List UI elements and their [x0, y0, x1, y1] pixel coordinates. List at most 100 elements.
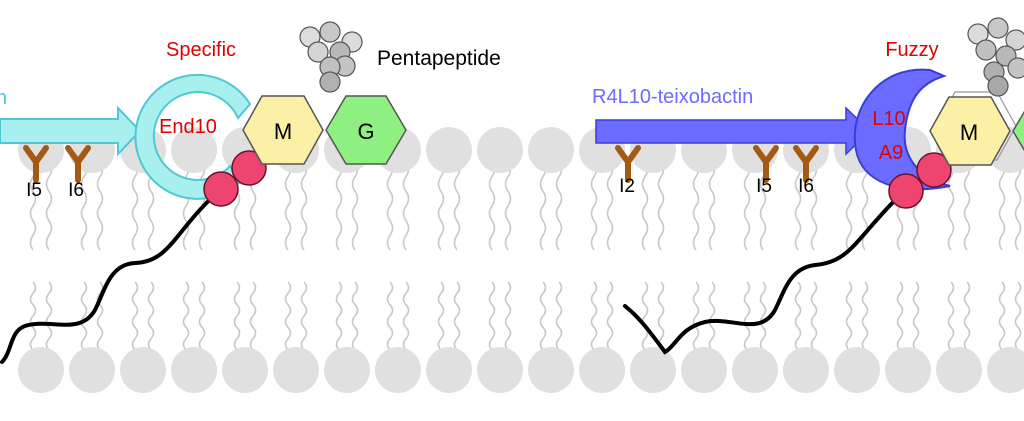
lipid-tail: [592, 282, 597, 350]
lipid-head: [936, 347, 982, 393]
sugar-g-label: G: [357, 119, 374, 144]
lipid-tail: [337, 162, 342, 250]
lipid-head: [426, 127, 472, 173]
lipid-tail: [694, 162, 699, 250]
lipid-tail: [949, 282, 954, 350]
residue-label: I2: [619, 176, 635, 197]
lipid-head: [171, 347, 217, 393]
lipid-tail: [643, 282, 648, 350]
lipid-tail: [490, 282, 495, 350]
lipid-tail: [898, 282, 903, 350]
lipid-tail: [608, 162, 613, 250]
lipid-tail: [149, 282, 154, 350]
lipid-head: [579, 347, 625, 393]
lipid-tail: [47, 282, 52, 350]
lipid-head: [987, 347, 1024, 393]
lipid-tail: [965, 162, 970, 250]
lipid-tail: [302, 282, 307, 350]
lipid-head: [426, 347, 472, 393]
lipid-tail: [490, 162, 495, 250]
lipid-head: [273, 347, 319, 393]
lipid-head: [528, 127, 574, 173]
lipid-head: [69, 347, 115, 393]
residue-label: I6: [798, 176, 814, 197]
pyrophosphate-ball: [889, 174, 923, 208]
lipid-tail: [200, 282, 205, 350]
lipid-tail: [388, 162, 393, 250]
residue-label: I6: [68, 180, 84, 201]
right-panel: R4L10-teixobactin I2 I5 I6 M: [592, 18, 1024, 352]
lipid-tail: [710, 162, 715, 250]
lipid-tail: [506, 162, 511, 250]
lipid-tail: [506, 282, 511, 350]
lipid-tail: [31, 282, 36, 350]
lipid-tail: [184, 162, 189, 250]
lipid-tail: [643, 162, 648, 250]
lipid-tail: [388, 282, 393, 350]
lipid-tail: [812, 282, 817, 350]
lipid-head: [477, 347, 523, 393]
pentapeptide-beads: [300, 22, 362, 92]
residue-label: I5: [26, 180, 42, 201]
lipid-tail: [1000, 162, 1005, 250]
lipid-head: [324, 347, 370, 393]
lipid-tail: [353, 162, 358, 250]
lipid-head: [732, 347, 778, 393]
left-panel: n I5 I6 M G Specific: [0, 22, 501, 362]
pyrophosphate-ball: [204, 172, 238, 206]
cavity-label: L10: [872, 108, 905, 130]
lipid-tail: [251, 282, 256, 350]
lipid-tail: [592, 162, 597, 250]
lipid-tail: [659, 162, 664, 250]
lipid-tail: [455, 162, 460, 250]
lipid-tail: [439, 282, 444, 350]
lipid-tail: [1016, 282, 1021, 350]
lipid-tail: [557, 162, 562, 250]
lipid-head: [630, 347, 676, 393]
lipid-head: [18, 347, 64, 393]
lipid-tail: [659, 282, 664, 350]
lipid-tail: [404, 282, 409, 350]
pentapeptide-label: Pentapeptide: [377, 47, 501, 70]
lipid-head: [222, 347, 268, 393]
lipid-tail: [914, 282, 919, 350]
lipid-tail: [404, 162, 409, 250]
lipid-tail: [710, 282, 715, 350]
lipid-tail: [1016, 162, 1021, 250]
lipid-tail: [847, 162, 852, 250]
lipid-tail: [302, 162, 307, 250]
lipid-head: [528, 347, 574, 393]
lipid-tail: [47, 162, 52, 250]
left-edge-fragment: n: [0, 87, 7, 109]
antibiotic-name-label: R4L10-teixobactin: [592, 86, 753, 108]
lipid-head: [375, 347, 421, 393]
binding-mode-label: Fuzzy: [885, 39, 938, 61]
cavity-label: A9: [879, 142, 903, 164]
lipid-tail: [557, 282, 562, 350]
sugar-m-label: M: [960, 120, 978, 145]
lipid-tail: [694, 282, 699, 350]
lipid-tail: [761, 282, 766, 350]
residue-label: I5: [756, 176, 772, 197]
lipid-head: [783, 347, 829, 393]
lipid-tail: [965, 282, 970, 350]
lipid-tail: [82, 282, 87, 350]
lipid-tail: [235, 282, 240, 350]
lipid-head: [834, 347, 880, 393]
lipid-tail: [1000, 282, 1005, 350]
lipid-tail: [608, 282, 613, 350]
lipid-tail: [286, 282, 291, 350]
cavity-label: End10: [159, 116, 217, 138]
lipid-head: [477, 127, 523, 173]
lipid-tail: [745, 282, 750, 350]
lipid-head: [885, 347, 931, 393]
lipid-tail: [98, 162, 103, 250]
lipid-tail: [184, 282, 189, 350]
lipid-tail: [82, 162, 87, 250]
lipid-tail: [541, 282, 546, 350]
binding-mode-label: Specific: [166, 39, 236, 61]
lipid-tail: [337, 282, 342, 350]
lipid-tail: [863, 282, 868, 350]
